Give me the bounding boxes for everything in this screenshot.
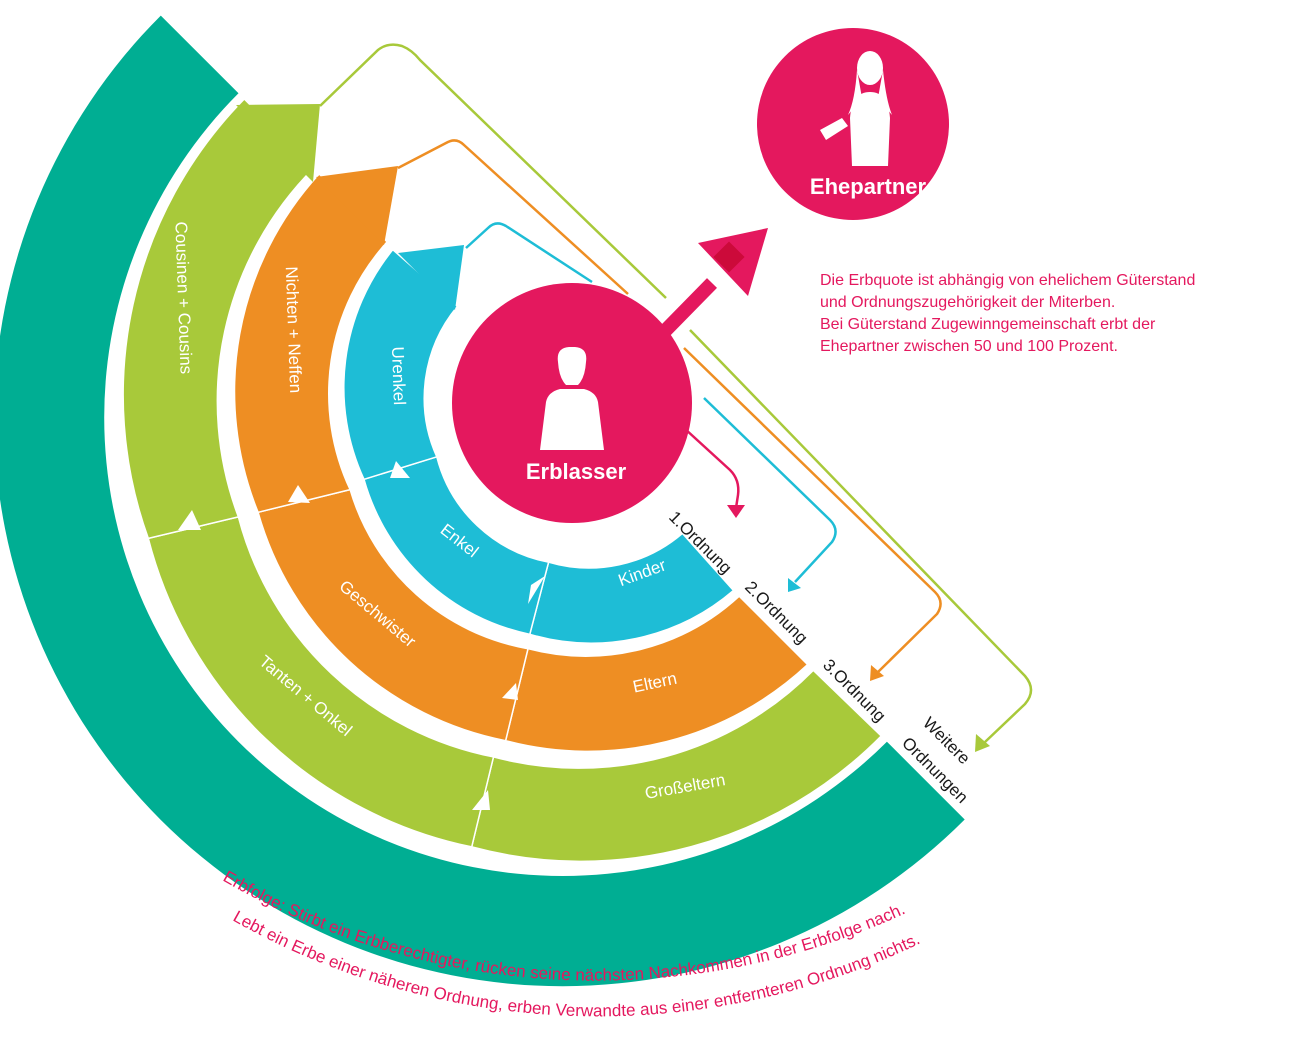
- cap-arrow-orange: [316, 166, 398, 245]
- connector-cyan: [465, 222, 837, 583]
- spouse-label: Ehepartner: [810, 174, 927, 199]
- arrow-to-spouse: [657, 278, 717, 339]
- segment-cousinen-cousins: [122, 97, 315, 540]
- flow-triangle: [502, 683, 518, 700]
- info-line: Ehepartner zwischen 50 und 100 Prozent.: [820, 338, 1118, 355]
- info-line: Die Erbquote ist abhängig von ehelichem …: [820, 272, 1196, 289]
- cap-arrow-green: [236, 104, 320, 182]
- info-line: Bei Güterstand Zugewinngemeinschaft erbt…: [820, 316, 1156, 333]
- flow-triangles: [178, 461, 545, 810]
- flow-triangle: [288, 485, 310, 503]
- connector-green: [319, 43, 1033, 743]
- flow-triangle: [390, 461, 410, 478]
- segment-urenkel: [343, 248, 459, 481]
- segment-nichten-neffen: [233, 172, 389, 514]
- outer-teal-band: [0, 15, 965, 986]
- ring-1: [343, 248, 735, 644]
- flow-triangle: [472, 790, 490, 810]
- arrowhead-orange: [870, 665, 884, 681]
- center-label: Erblasser: [526, 459, 627, 484]
- ring-3: [122, 97, 883, 862]
- label-urenkel: Urenkel: [388, 346, 409, 405]
- flow-triangle: [528, 576, 545, 604]
- connector-pink: [683, 427, 740, 509]
- arrowhead-green: [975, 734, 990, 752]
- cap-arrow-cyan: [398, 245, 464, 310]
- connector-orange: [397, 139, 942, 673]
- arrowhead-pink: [727, 505, 745, 518]
- ring-2: [233, 172, 809, 753]
- label-nichten-neffen: Nichten + Neffen: [282, 266, 305, 393]
- spouse-info-text: Die Erbquote ist abhängig von ehelichem …: [820, 270, 1300, 358]
- flow-triangle: [178, 510, 201, 530]
- businessman-icon: [540, 347, 604, 450]
- woman-icon: [820, 51, 892, 166]
- info-line: und Ordnungszugehörigkeit der Miterben.: [820, 294, 1116, 311]
- arrowhead-cyan: [788, 578, 801, 592]
